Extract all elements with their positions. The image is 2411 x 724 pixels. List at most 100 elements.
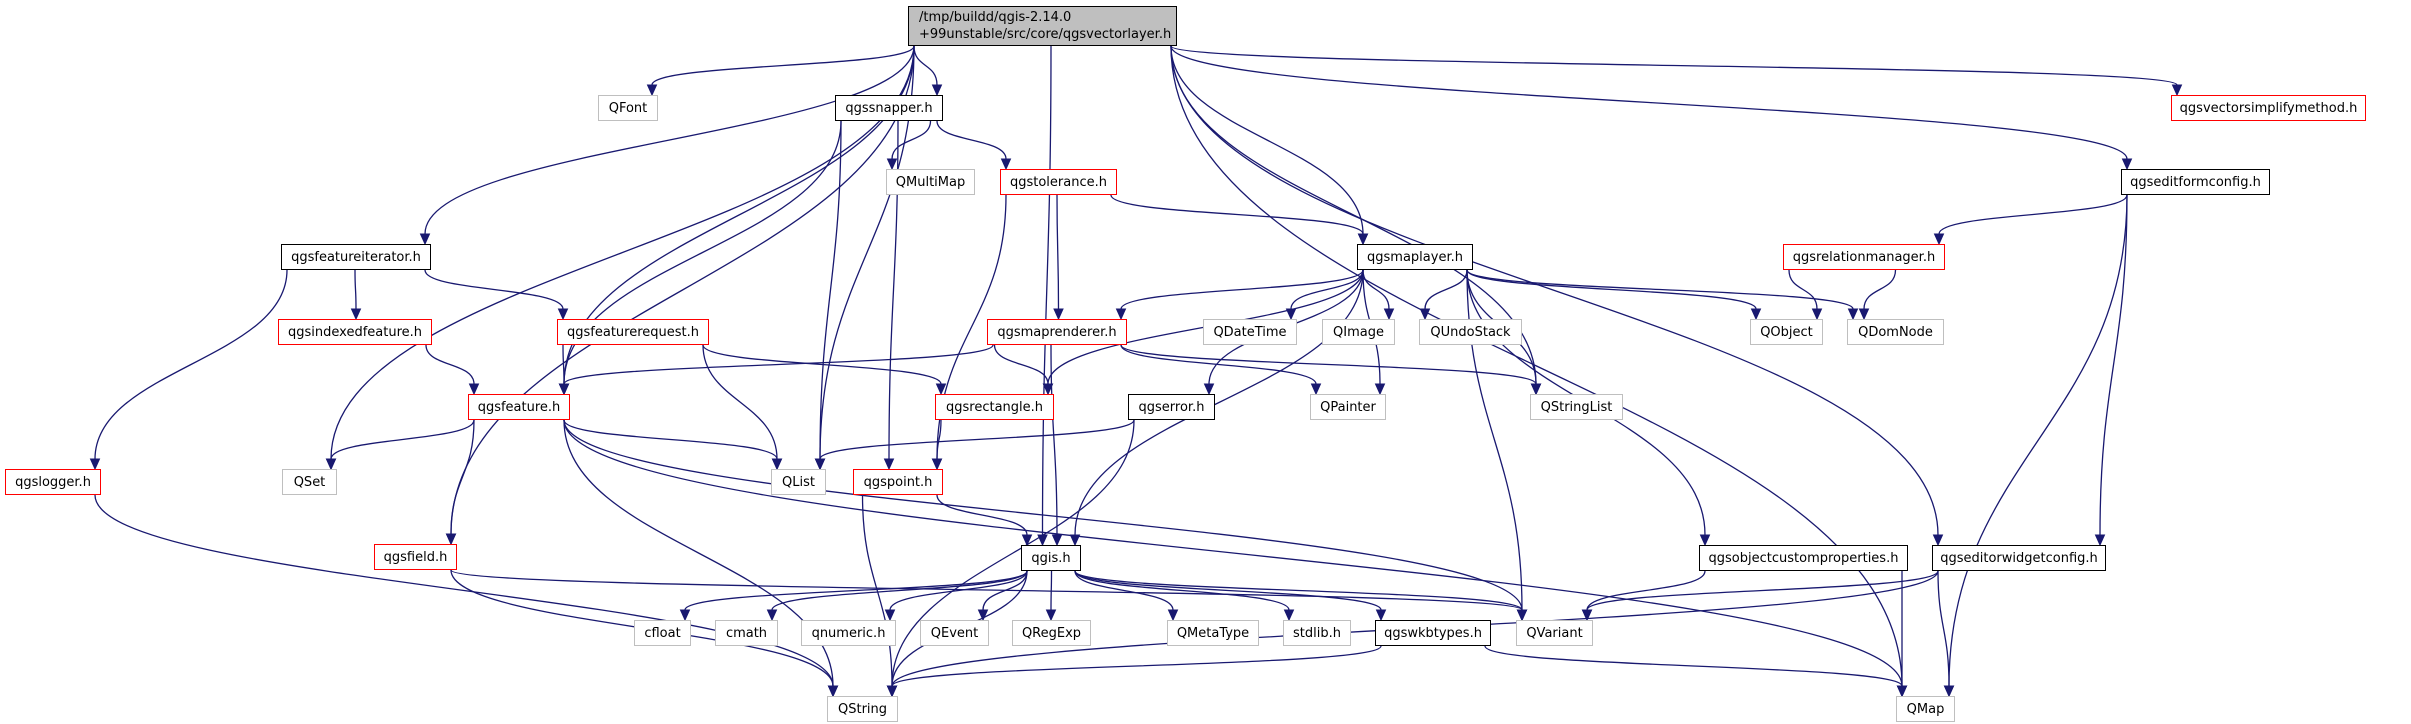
edge-line <box>1424 269 1468 310</box>
edge-qgssnapper-to-qgsfeature <box>558 120 842 396</box>
arrowhead-icon <box>1053 308 1064 321</box>
node-label: QMultiMap <box>895 174 966 190</box>
edge-qgstolerance-to-qgsmaplayer <box>1110 194 1369 246</box>
node-label: QPainter <box>1320 399 1376 415</box>
edge-qgsobjectcustomproperties-to-QMap <box>1896 570 1908 698</box>
edge-line <box>993 344 1049 385</box>
arrowhead-icon <box>1581 609 1593 622</box>
arrowhead-icon <box>977 609 989 622</box>
edge-line <box>1074 570 1382 611</box>
arrowhead-icon <box>1847 308 1859 321</box>
edge-qgserror-to-QString <box>886 419 1135 698</box>
edge-line <box>1484 645 1903 687</box>
edge-line <box>1120 269 1364 310</box>
node-label: QImage <box>1333 324 1384 340</box>
edge-qgis-to-QMetaType <box>1074 570 1179 622</box>
node-qgsobjectcustomproperties-h[interactable]: qgsobjectcustomproperties.h <box>1699 545 1908 571</box>
arrowhead-icon <box>1516 609 1528 622</box>
edge-line <box>891 419 1135 687</box>
edge-line <box>1863 269 1897 310</box>
arrowhead-icon <box>771 458 783 471</box>
edge-line <box>1074 570 1174 611</box>
node-qgslogger-h[interactable]: qgslogger.h <box>5 469 101 495</box>
edge-qgsmaprenderer-to-qgis <box>1050 344 1063 547</box>
node-qgsfeatureiterator-h[interactable]: qgsfeatureiterator.h <box>281 244 431 270</box>
node-qgsrelationmanager-h[interactable]: qgsrelationmanager.h <box>1783 244 1945 270</box>
edge-qgsfeatureiterator-to-qgslogger <box>89 269 288 471</box>
node-stdlib-h: stdlib.h <box>1283 620 1351 646</box>
node-qgseditformconfig-h[interactable]: qgseditformconfig.h <box>2121 169 2270 195</box>
edge-line <box>1466 269 1854 310</box>
node-label: qgsobjectcustomproperties.h <box>1708 550 1899 566</box>
arrowhead-icon <box>445 533 457 546</box>
node-qstring: QString <box>827 696 898 722</box>
node-qgsmaplayer-h[interactable]: qgsmaplayer.h <box>1357 244 1473 270</box>
edge-line <box>563 419 1523 611</box>
edge-line <box>1170 45 2128 160</box>
node-qgspoint-h[interactable]: qgspoint.h <box>853 469 943 495</box>
node-qgserror-h[interactable]: qgserror.h <box>1128 394 1215 420</box>
edge-line <box>563 419 1903 687</box>
node-label: QDateTime <box>1213 324 1287 340</box>
edge-qgswkbtypes-to-QString <box>886 645 1382 698</box>
node-qgsfield-h[interactable]: qgsfield.h <box>374 544 457 570</box>
edge-line <box>1586 570 1939 611</box>
node-qgis-h[interactable]: qgis.h <box>1021 545 1081 571</box>
arrowhead-icon <box>1037 534 1048 547</box>
node-qgsrectangle-h[interactable]: qgsrectangle.h <box>935 394 1054 420</box>
arrowhead-icon <box>931 84 943 97</box>
arrowhead-icon <box>1051 534 1063 547</box>
node-label: qgsfeatureiterator.h <box>291 249 421 265</box>
arrowhead-icon <box>1285 308 1297 321</box>
edge-qgsmaplayer-to-QObject <box>1466 269 1762 321</box>
node-qgswkbtypes-h[interactable]: qgswkbtypes.h <box>1375 620 1491 646</box>
node-label: QString <box>837 701 888 717</box>
node-label: qnumeric.h <box>811 625 886 641</box>
node-label: qgsfeaturerequest.h <box>567 324 699 340</box>
edge-line <box>424 45 915 235</box>
edge-line <box>1170 45 1364 235</box>
node-qgssnapper-h[interactable]: qgssnapper.h <box>835 95 943 121</box>
edge-qgssnapper-to-qgstolerance <box>936 120 1012 171</box>
node-label: qgserror.h <box>1138 399 1205 415</box>
node-label: QMap <box>1906 701 1945 717</box>
arrowhead-icon <box>1357 233 1369 246</box>
arrowhead-icon <box>1021 534 1033 547</box>
node-label: qgslogger.h <box>15 474 91 490</box>
node-qgsindexedfeature-h[interactable]: qgsindexedfeature.h <box>278 319 432 345</box>
node-label: qgsrelationmanager.h <box>1792 249 1936 265</box>
node-label: qgstolerance.h <box>1009 174 1107 190</box>
node-qgsfeature-h[interactable]: qgsfeature.h <box>468 394 570 420</box>
edge-qgsmaplayer-to-qgis <box>1069 269 1364 547</box>
edge-qgspoint-to-qgis <box>936 494 1033 547</box>
edge-line <box>1120 344 1537 385</box>
edge-line <box>982 570 1028 611</box>
edge-line <box>936 494 1028 536</box>
node-label: qgsmaprenderer.h <box>997 324 1117 340</box>
arrowhead-icon <box>558 383 570 396</box>
arrowhead-icon <box>646 84 658 97</box>
node-qgsfeaturerequest-h[interactable]: qgsfeaturerequest.h <box>557 319 709 345</box>
arrowhead-icon <box>1896 685 1908 698</box>
node-qgsmaprenderer-h[interactable]: qgsmaprenderer.h <box>987 319 1127 345</box>
edge-line <box>1074 570 1290 611</box>
node-label: qgswkbtypes.h <box>1384 625 1482 641</box>
node-qgseditorwidgetconfig-h[interactable]: qgseditorwidgetconfig.h <box>1932 545 2106 571</box>
arrowhead-icon <box>557 308 569 321</box>
edge-qgssnapper-to-QList <box>814 120 842 471</box>
edge-qgsmaplayer-to-QDateTime <box>1285 269 1364 321</box>
edge-qgswkbtypes-to-QMap <box>1484 645 1908 698</box>
edge-main-to-QFont <box>646 45 915 97</box>
node-qgstolerance-h[interactable]: qgstolerance.h <box>1000 169 1117 195</box>
arrowhead-icon <box>89 458 101 471</box>
arrowhead-icon <box>1203 383 1215 396</box>
node-qundostack: QUndoStack <box>1419 319 1522 345</box>
edge-line <box>891 120 932 160</box>
node-label: qgsindexedfeature.h <box>288 324 422 340</box>
node-qpainter: QPainter <box>1310 394 1386 420</box>
edge-line <box>450 419 475 535</box>
edge-line <box>1050 570 1053 611</box>
edge-line <box>1110 194 1364 235</box>
node-label: QList <box>782 474 815 490</box>
node-qgsvectorsimplifymethod-h[interactable]: qgsvectorsimplifymethod.h <box>2171 95 2366 121</box>
